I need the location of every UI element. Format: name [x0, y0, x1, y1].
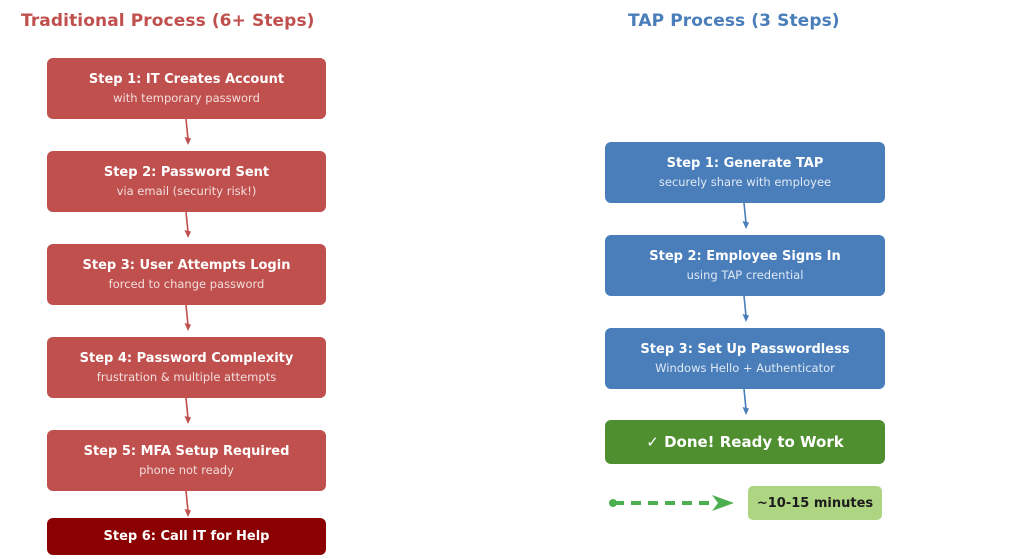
step-subtitle: Windows Hello + Authenticator	[655, 360, 835, 375]
left-step-box-2[interactable]: Step 2: Password Sent via email (securit…	[47, 151, 326, 212]
step-subtitle: forced to change password	[108, 276, 265, 291]
connector-arrow-right-3	[733, 388, 757, 418]
connector-arrow-left-2	[175, 211, 199, 241]
step-subtitle: via email (security risk!)	[116, 183, 257, 198]
step-title: Step 5: MFA Setup Required	[83, 444, 290, 460]
step-title: Step 1: IT Creates Account	[88, 72, 285, 88]
outcome-text: Done! Ready to Work	[664, 433, 844, 451]
step-title: Step 1: Generate TAP	[666, 156, 824, 172]
connector-arrow-left-1	[175, 118, 199, 148]
connector-arrow-left-4	[175, 397, 199, 427]
connector-arrow-left-3	[175, 304, 199, 334]
left-step-box-4[interactable]: Step 4: Password Complexity frustration …	[47, 337, 326, 398]
connector-arrow-right-2	[733, 295, 757, 325]
connector-arrow-right-1	[733, 202, 757, 232]
right-step-box-1[interactable]: Step 1: Generate TAP securely share with…	[605, 142, 885, 203]
timing-badge: ~10-15 minutes	[748, 486, 882, 520]
step-title: Step 6: Call IT for Help	[103, 529, 270, 544]
outcome-box-done[interactable]: ✓ Done! Ready to Work	[605, 420, 885, 464]
outcome-label: ✓ Done! Ready to Work	[646, 433, 843, 451]
right-step-box-2[interactable]: Step 2: Employee Signs In using TAP cred…	[605, 235, 885, 296]
left-step-box-1[interactable]: Step 1: IT Creates Account with temporar…	[47, 58, 326, 119]
left-step-box-5[interactable]: Step 5: MFA Setup Required phone not rea…	[47, 430, 326, 491]
left-column-title: Traditional Process (6+ Steps)	[21, 11, 315, 31]
left-step-box-3[interactable]: Step 3: User Attempts Login forced to ch…	[47, 244, 326, 305]
step-subtitle: using TAP credential	[686, 267, 804, 282]
step-subtitle: with temporary password	[113, 90, 260, 105]
step-subtitle: phone not ready	[139, 462, 234, 477]
right-step-box-3[interactable]: Step 3: Set Up Passwordless Windows Hell…	[605, 328, 885, 389]
step-title: Step 4: Password Complexity	[79, 351, 294, 367]
timing-label: ~10-15 minutes	[756, 495, 874, 511]
connector-arrow-left-5	[175, 490, 199, 520]
left-step-box-6[interactable]: Step 6: Call IT for Help	[47, 518, 326, 555]
step-subtitle: frustration & multiple attempts	[96, 369, 277, 384]
step-title: Step 3: Set Up Passwordless	[640, 342, 850, 358]
timing-dashed-arrow-icon	[608, 493, 736, 513]
step-title: Step 2: Employee Signs In	[649, 249, 841, 265]
right-column-title: TAP Process (3 Steps)	[628, 11, 840, 31]
step-title: Step 2: Password Sent	[103, 165, 270, 181]
check-icon: ✓	[646, 433, 659, 451]
step-title: Step 3: User Attempts Login	[82, 258, 291, 274]
step-subtitle: securely share with employee	[658, 174, 832, 189]
